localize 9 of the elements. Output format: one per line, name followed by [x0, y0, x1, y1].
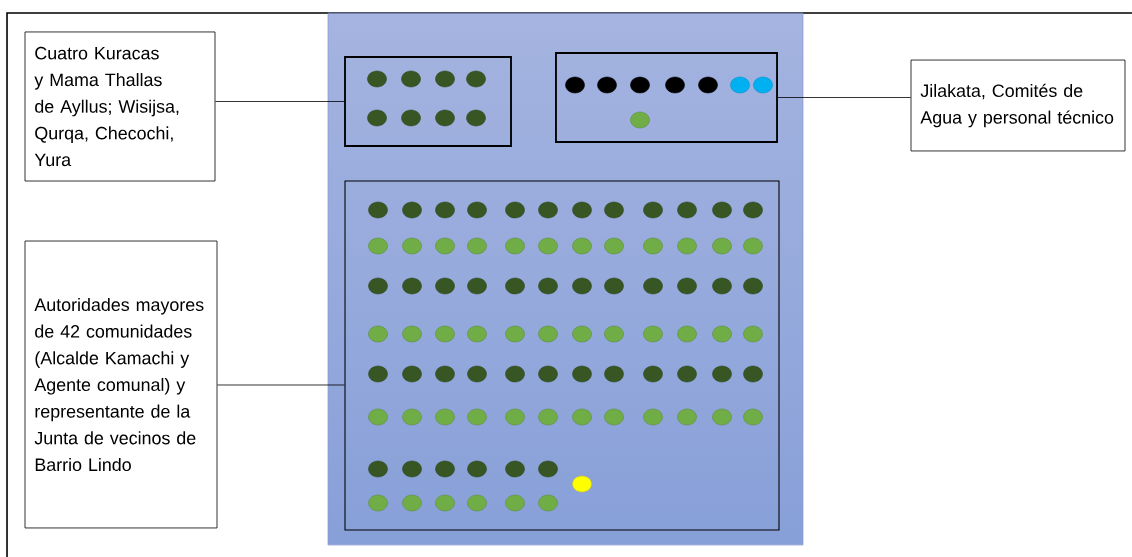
group-box	[344, 180, 780, 531]
text-box: Jilakata, Comités de Agua y personal técnico	[910, 59, 1126, 152]
group-box	[555, 52, 778, 143]
leader-line	[777, 97, 911, 98]
group-box	[344, 56, 512, 147]
text-box: Cuatro Kuracas y Mama Thallas de Ayllus; Wisijsa, Qurqa, Checochi, Yura	[24, 31, 216, 182]
leader-line	[215, 101, 345, 102]
leader-line	[217, 384, 345, 386]
text-box: Autoridades mayores de 42 comunidades (Alcalde Kamachi y Agente comunal) y representante de la Junta de vecinos de Barrio Lindo	[24, 240, 218, 529]
